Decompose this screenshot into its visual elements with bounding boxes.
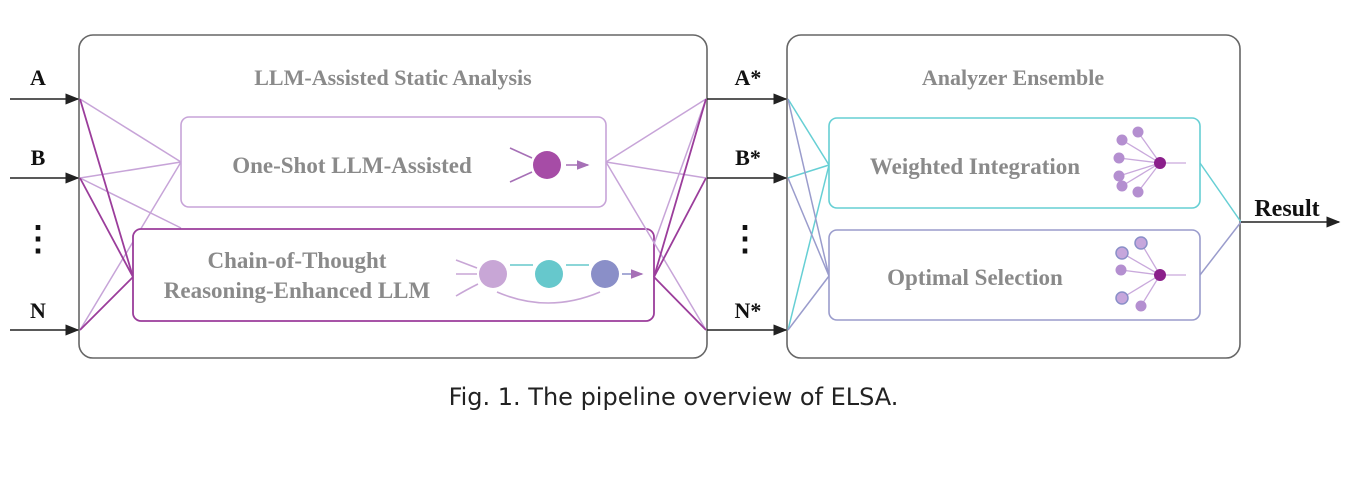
figure-caption: Fig. 1. The pipeline overview of ELSA.: [448, 383, 899, 411]
output-label-n: N*: [735, 298, 762, 323]
input-to-cot-lines: [79, 98, 134, 331]
cot-to-output-lines: [653, 98, 707, 331]
input-label-n: N: [30, 298, 46, 323]
weighted-integration-icon: [1113, 126, 1186, 198]
left-panel: [78, 34, 708, 359]
input-ellipsis: ⋮: [21, 221, 55, 258]
right-panel: [786, 34, 1241, 359]
output-to-optimal-lines: [787, 98, 830, 331]
one-shot-to-output-lines: [605, 98, 707, 331]
input-label-b: B: [31, 145, 46, 170]
weighted-to-result-line: [1199, 162, 1242, 223]
output-to-weighted-lines: [787, 98, 830, 331]
one-shot-label: One-Shot LLM-Assisted: [232, 153, 472, 178]
right-panel-title: Analyzer Ensemble: [922, 65, 1105, 90]
cot-label-line1: Chain-of-Thought: [208, 248, 387, 273]
input-label-a: A: [30, 65, 46, 90]
optimal-selection-icon: [1115, 236, 1186, 312]
weighted-integration-label: Weighted Integration: [870, 154, 1080, 179]
output-ellipsis: ⋮: [728, 221, 762, 258]
cot-label-line2: Reasoning-Enhanced LLM: [164, 278, 431, 303]
result-label: Result: [1254, 196, 1319, 222]
cot-box: [132, 228, 655, 322]
cot-icon: [455, 259, 644, 304]
output-label-a: A*: [735, 65, 762, 90]
output-label-b: B*: [735, 145, 761, 170]
optimal-selection-label: Optimal Selection: [887, 265, 1063, 290]
optimal-to-result-line: [1199, 221, 1242, 276]
one-shot-icon: [509, 147, 590, 183]
left-panel-title: LLM-Assisted Static Analysis: [254, 65, 532, 90]
input-to-one-shot-lines: [79, 98, 182, 331]
